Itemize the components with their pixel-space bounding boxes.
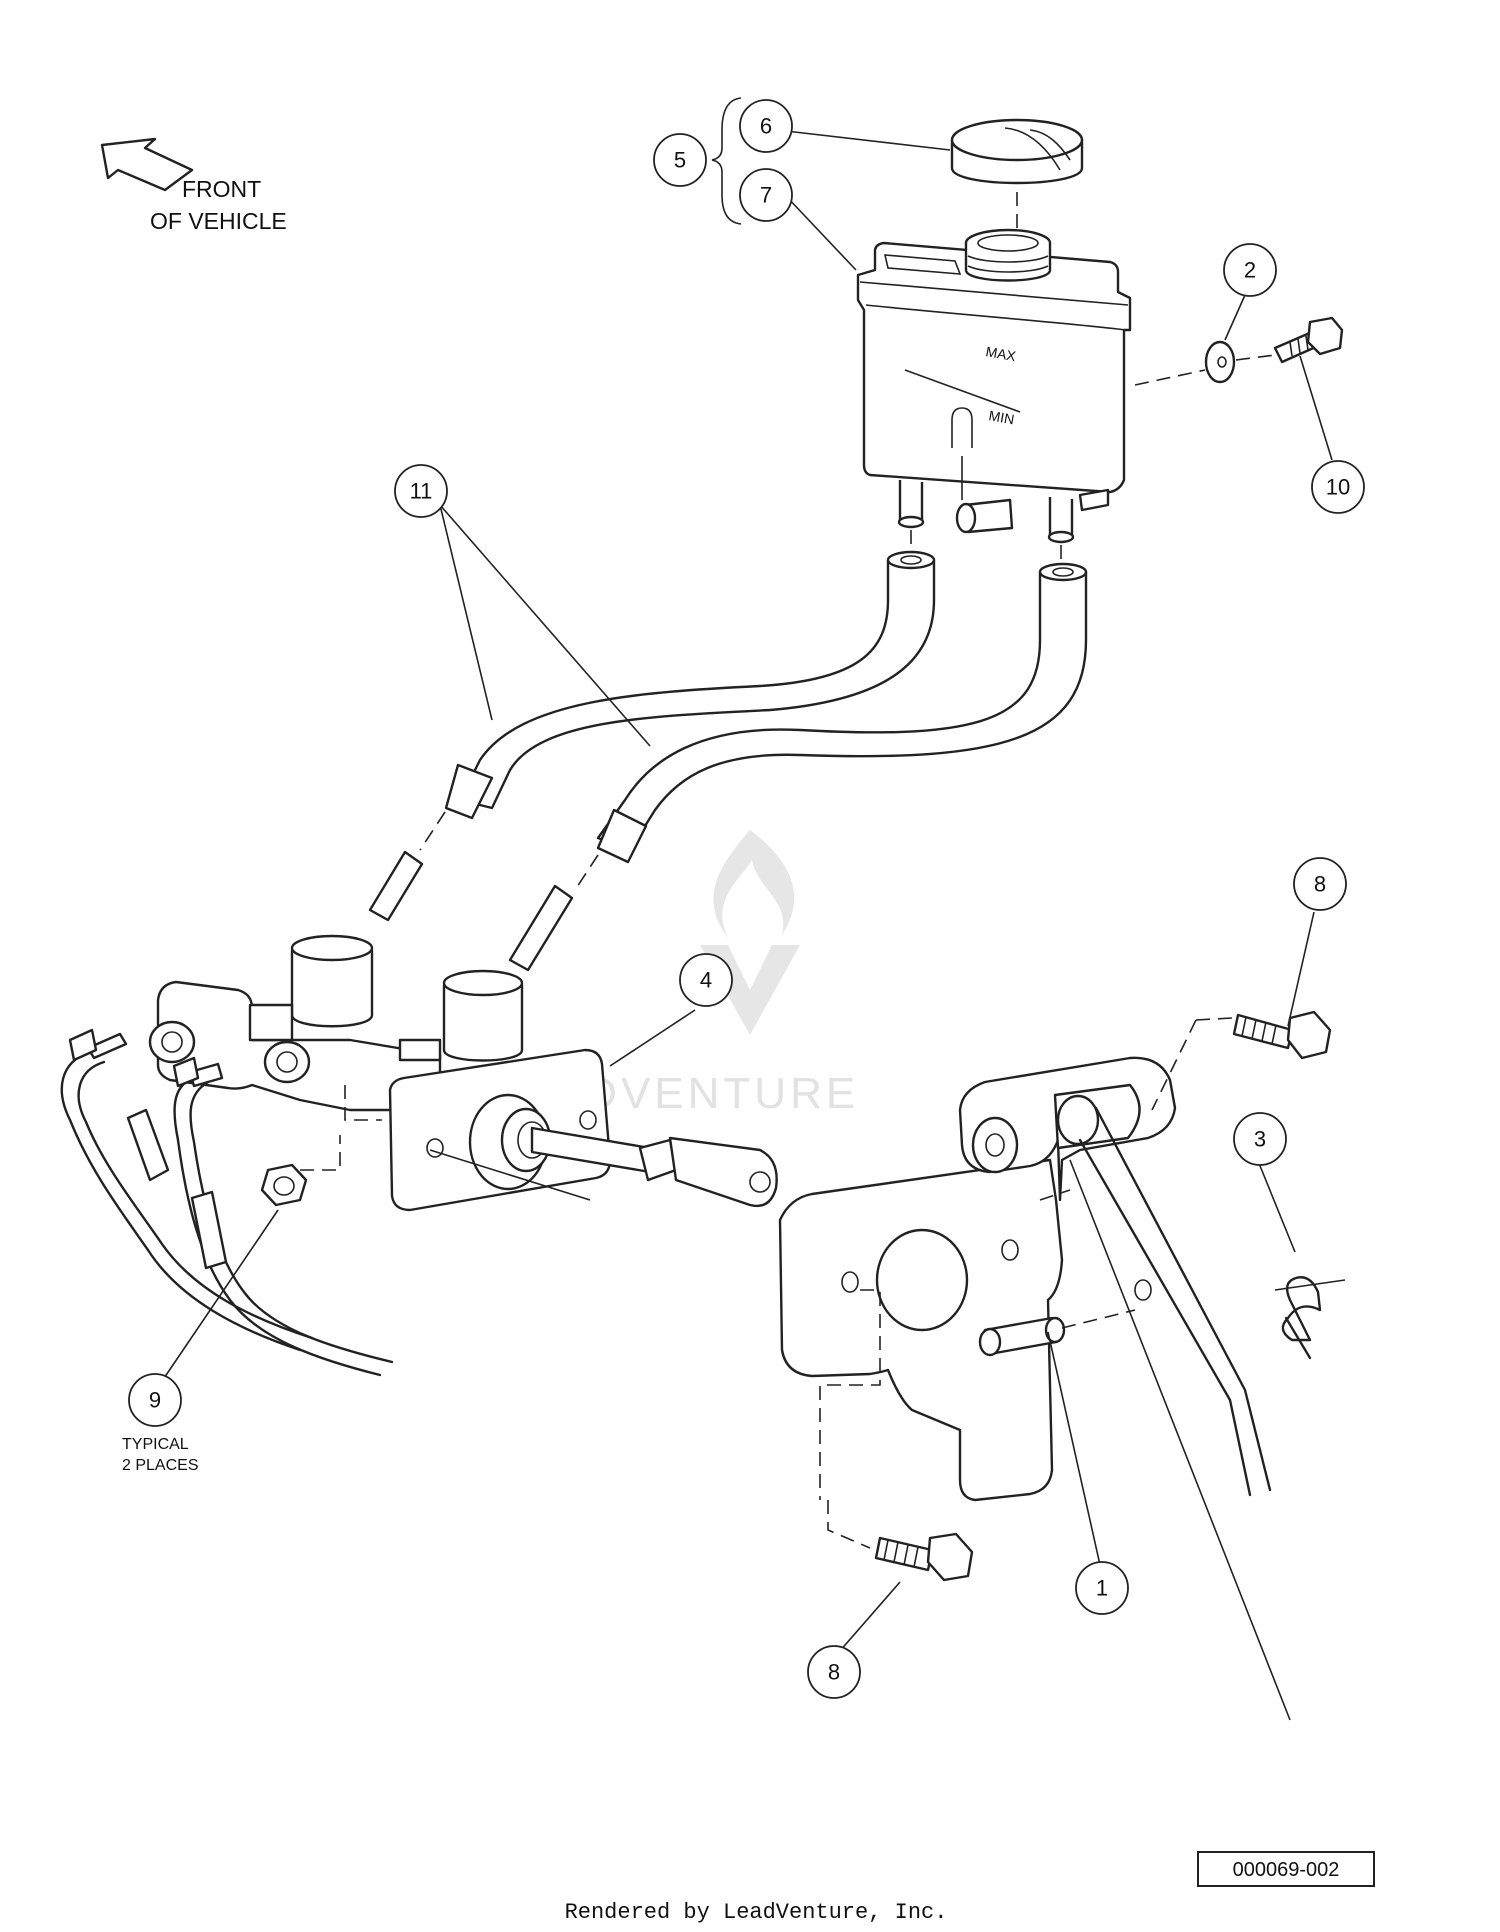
callout-5-number: 5 xyxy=(674,148,686,173)
hairpin-clip xyxy=(1274,1276,1346,1360)
callout-7-number: 7 xyxy=(760,183,772,208)
callout-8-lower: 8 xyxy=(807,1645,861,1699)
callout-1-number: 1 xyxy=(1096,1576,1108,1601)
callout-9-number: 9 xyxy=(149,1388,161,1413)
callout-3-number: 3 xyxy=(1254,1127,1266,1152)
callout-5: 5 xyxy=(653,133,707,187)
callout-4-number: 4 xyxy=(700,968,712,993)
callout-8-lower-number: 8 xyxy=(828,1660,840,1685)
callout-2: 2 xyxy=(1223,243,1277,297)
callout-11: 11 xyxy=(394,464,448,518)
bolt-lower xyxy=(827,1500,974,1582)
reservoir-hoses xyxy=(419,530,1088,891)
front-label: FRONT xyxy=(182,176,261,202)
callout-10-number: 10 xyxy=(1326,475,1350,500)
max-mark: MAX xyxy=(984,343,1017,364)
callout-2-number: 2 xyxy=(1244,258,1256,283)
callout-11-number: 11 xyxy=(410,479,433,504)
typical-note-line2: 2 PLACES xyxy=(122,1457,198,1474)
callout-9: 9 xyxy=(128,1373,182,1427)
typical-note-line1: TYPICAL xyxy=(122,1436,189,1453)
arrow-up-left-icon xyxy=(100,137,194,192)
diagram-id: 000069-002 xyxy=(1233,1859,1340,1881)
callout-10: 10 xyxy=(1311,460,1365,514)
callout-6: 6 xyxy=(739,99,793,153)
pedal-bracket xyxy=(778,1158,1152,1502)
callout-1: 1 xyxy=(1075,1561,1129,1615)
typical-note: TYPICAL 2 PLACES xyxy=(122,1436,198,1474)
callout-8-upper-number: 8 xyxy=(1314,872,1326,897)
of-vehicle-label: OF VEHICLE xyxy=(150,208,287,234)
min-mark: MIN xyxy=(987,407,1015,427)
reservoir-cap xyxy=(950,118,1084,230)
brake-fluid-reservoir: MAX MIN xyxy=(856,228,1132,544)
pedal-arm xyxy=(958,1056,1291,1721)
front-of-vehicle-indicator: FRONT OF VEHICLE xyxy=(100,137,287,234)
master-cylinder xyxy=(148,850,778,1212)
washer xyxy=(1134,340,1276,386)
callout-6-number: 6 xyxy=(760,114,772,139)
leader-lines xyxy=(157,97,1333,1661)
callout-8-upper: 8 xyxy=(1293,857,1347,911)
brake-lines xyxy=(60,1028,394,1377)
callout-4: 4 xyxy=(679,953,733,1007)
bolt-upper xyxy=(1151,1010,1332,1111)
footer-credit: Rendered by LeadVenture, Inc. xyxy=(565,1900,948,1925)
clevis-pin xyxy=(978,1309,1136,1357)
diagram-id-box: 000069-002 xyxy=(1197,1851,1375,1887)
screw xyxy=(1273,316,1344,364)
callout-7: 7 xyxy=(739,168,793,222)
callout-3: 3 xyxy=(1233,1112,1287,1166)
